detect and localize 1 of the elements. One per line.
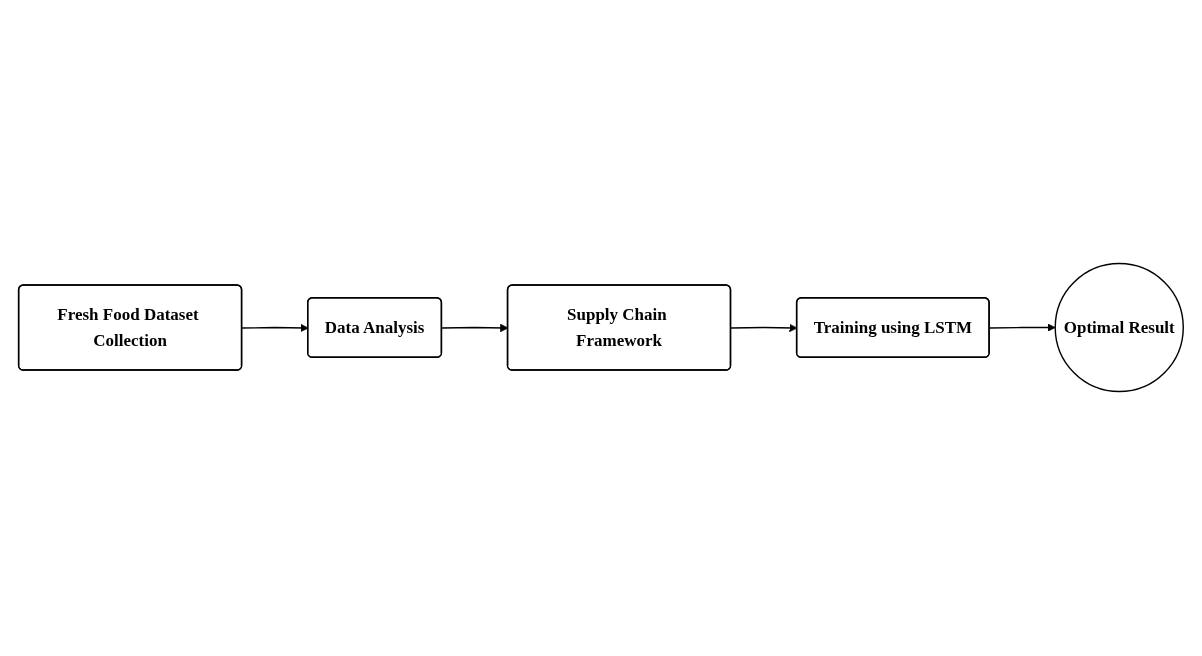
node-circle: Optimal Result	[1054, 263, 1185, 393]
